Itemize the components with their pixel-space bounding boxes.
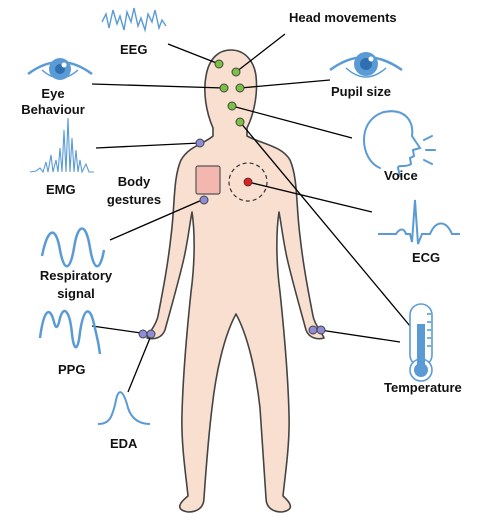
body-gesture-pad bbox=[195, 165, 221, 195]
ppg-wave-icon bbox=[38, 309, 102, 355]
respiratory-label-line2: signal bbox=[57, 286, 95, 301]
ecg-wave-icon bbox=[378, 199, 460, 245]
right-hand-sensor bbox=[308, 325, 318, 335]
emg-label: EMG bbox=[46, 182, 76, 197]
left-hand-sensor bbox=[138, 329, 148, 339]
ppg-label: PPG bbox=[58, 362, 86, 377]
temperature-label: Temperature bbox=[384, 380, 462, 395]
head-sensor bbox=[214, 59, 224, 69]
respiratory-label-line1: Respiratory bbox=[39, 268, 113, 283]
ppg-connector bbox=[91, 325, 149, 335]
eda-label: EDA bbox=[110, 436, 138, 451]
head-movements-label: Head movements bbox=[289, 10, 397, 25]
voice-connector bbox=[231, 105, 353, 139]
pupil-eye-icon bbox=[329, 52, 403, 78]
respiration-wave-icon bbox=[40, 227, 106, 268]
head-sensor bbox=[235, 117, 245, 127]
respiratory-connector bbox=[109, 199, 203, 241]
head-movements-connector bbox=[235, 33, 286, 73]
right-hand-sensor bbox=[316, 325, 326, 335]
left-hand-sensor bbox=[146, 329, 156, 339]
head-sensor bbox=[227, 101, 237, 111]
thermometer-icon bbox=[409, 303, 433, 382]
eeg-connector bbox=[167, 43, 220, 65]
emg-connector bbox=[95, 142, 201, 149]
purple-sensors bbox=[138, 138, 326, 339]
face-voice-icon bbox=[363, 110, 436, 177]
connector-lines bbox=[91, 33, 411, 393]
emg-sensor bbox=[195, 138, 205, 148]
eeg-wave-icon bbox=[101, 7, 167, 33]
ecg-label: ECG bbox=[412, 250, 441, 265]
temperature-hand-connector bbox=[319, 329, 401, 343]
eye-behaviour-connector bbox=[91, 83, 225, 89]
respiratory-sensor bbox=[199, 195, 209, 205]
temperature-connector bbox=[239, 121, 411, 327]
eye-behaviour-label-line1: Eye bbox=[41, 86, 65, 101]
pupil-size-connector bbox=[239, 79, 331, 89]
ecg-area-ring bbox=[228, 162, 268, 202]
head-sensor bbox=[231, 67, 241, 77]
ecg-connector bbox=[247, 181, 373, 213]
body-silhouette bbox=[146, 49, 325, 513]
voice-label: Voice bbox=[384, 168, 418, 183]
body-gestures-label-line2: gestures bbox=[106, 192, 162, 207]
body-gestures-label-line1: Body bbox=[117, 174, 151, 189]
eda-peak-icon bbox=[97, 391, 151, 425]
pupil-size-label: Pupil size bbox=[331, 84, 391, 99]
emg-spike-icon bbox=[29, 117, 94, 174]
eye-behaviour-label-line2: Behaviour bbox=[21, 102, 85, 117]
eda-connector bbox=[127, 337, 151, 393]
head-sensors bbox=[214, 59, 245, 127]
ecg-sensor bbox=[243, 177, 253, 187]
head-sensor bbox=[219, 83, 229, 93]
eye-icon bbox=[27, 58, 93, 80]
eeg-label: EEG bbox=[120, 42, 148, 57]
head-sensor bbox=[235, 83, 245, 93]
